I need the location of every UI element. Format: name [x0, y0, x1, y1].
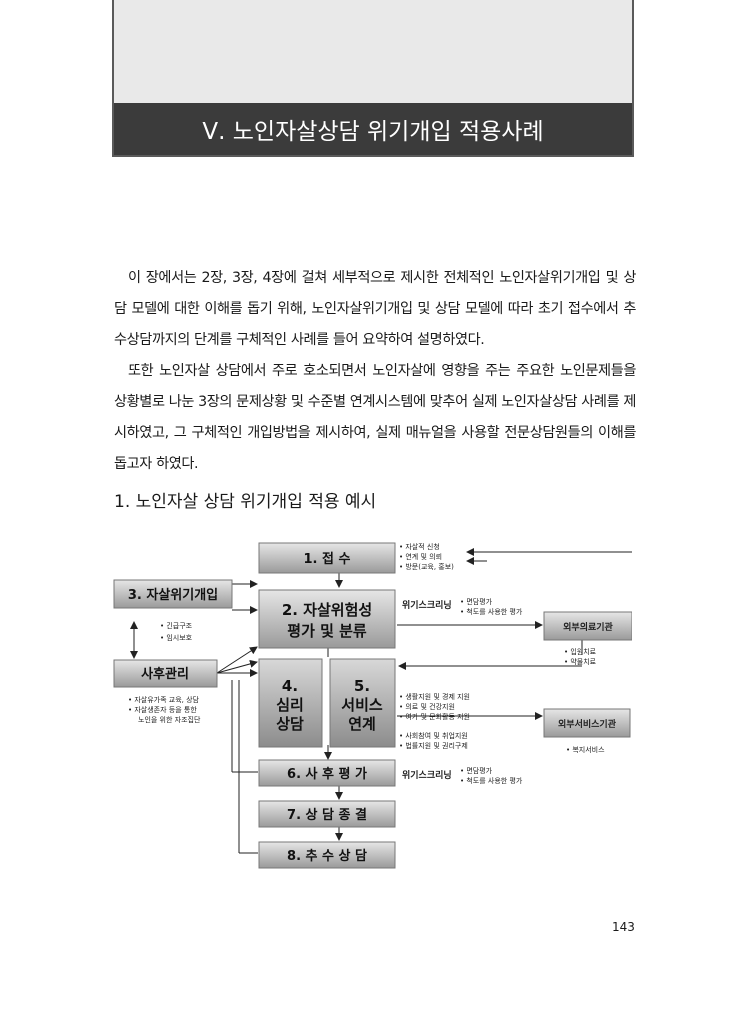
step-assessment-line2: 평가 및 분류: [287, 622, 367, 640]
step-service-number: 5.: [354, 677, 370, 695]
svg-text:• 법률지원 및 권리구제: • 법률지원 및 권리구제: [399, 741, 468, 750]
medical-notes: • 입원치료 • 약물치료: [564, 647, 597, 666]
svg-text:• 긴급구조: • 긴급구조: [160, 621, 193, 630]
post-screening-label: 위기스크리닝: [402, 769, 452, 781]
screening-notes: 위기스크리닝 • 면담평가 • 척도를 사용한 평가: [402, 597, 523, 616]
service-notes: • 생활지원 및 경제 지원 • 의료 및 건강지원 • 여가 및 문화활동 지…: [399, 692, 470, 750]
aftercare-notes: • 자살유가족 교육, 상담 • 자살생존자 등을 통한 노인을 위한 자조집단: [128, 695, 201, 724]
welfare-note: • 복지서비스: [566, 745, 605, 754]
crisis-intervention-label: 3. 자살위기개입: [128, 587, 218, 603]
svg-text:• 방문(교육, 홍보): • 방문(교육, 홍보): [399, 562, 454, 571]
external-service-box: 외부서비스기관: [543, 708, 631, 738]
step-post-evaluation-label: 6. 사 후 평 가: [287, 766, 367, 782]
step-service-line1: 서비스: [341, 696, 383, 714]
step-assessment-line1: 2. 자살위험성: [282, 601, 372, 619]
step-followup: 8. 추 수 상 담: [258, 841, 396, 869]
post-screening-notes: 위기스크리닝 • 면담평가 • 척도를 사용한 평가: [402, 766, 523, 785]
step-termination-label: 7. 상 담 종 결: [287, 807, 367, 823]
chapter-title: Ⅴ. 노인자살상담 위기개입 적용사례: [202, 119, 544, 145]
crisis-intervention-flow-diagram: 1. 접 수 2. 자살위험성 평가 및 분류 4. 심리 상담 5. 서비스 …: [113, 542, 632, 869]
external-medical-label: 외부의료기관: [563, 621, 613, 633]
crisis-notes: • 긴급구조 • 임시보호: [160, 621, 193, 642]
external-service-label: 외부서비스기관: [558, 718, 617, 730]
svg-text:• 자살유가족 교육, 상담: • 자살유가족 교육, 상담: [128, 695, 200, 704]
body-paragraph-1: 이 장에서는 2장, 3장, 4장에 걸쳐 세부적으로 제시한 전체적인 노인자…: [114, 270, 636, 348]
step-intake: 1. 접 수: [258, 542, 396, 574]
svg-text:• 생활지원 및 경제 지원: • 생활지원 및 경제 지원: [399, 692, 470, 701]
svg-text:• 여가 및 문화활동 지원: • 여가 및 문화활동 지원: [399, 712, 470, 721]
aftercare-box: 사후관리: [113, 659, 218, 688]
step-post-evaluation: 6. 사 후 평 가: [258, 759, 396, 787]
svg-text:• 입원치료: • 입원치료: [564, 647, 597, 656]
external-medical-box: 외부의료기관: [543, 611, 632, 641]
step-followup-label: 8. 추 수 상 담: [287, 848, 367, 864]
page-number: 143: [612, 920, 635, 934]
svg-text:• 면담평가: • 면담평가: [460, 766, 493, 775]
step-service-line2: 연계: [348, 715, 376, 733]
svg-text:• 의료 및 건강지원: • 의료 및 건강지원: [399, 702, 455, 711]
screening-label: 위기스크리닝: [402, 599, 452, 611]
svg-text:• 사회참여 및 취업지원: • 사회참여 및 취업지원: [399, 731, 468, 740]
step-assessment: 2. 자살위험성 평가 및 분류: [258, 589, 396, 649]
svg-text:• 임시보호: • 임시보호: [160, 634, 193, 642]
step-termination: 7. 상 담 종 결: [258, 800, 396, 828]
step-counseling-line1: 심리: [276, 696, 304, 714]
svg-text:• 자살생존자 등을 통한: • 자살생존자 등을 통한: [128, 705, 197, 714]
intake-notes: • 자살적 신청 • 연계 및 의뢰 • 방문(교육, 홍보): [399, 542, 454, 571]
chapter-header: Ⅴ. 노인자살상담 위기개입 적용사례: [112, 0, 634, 157]
body-paragraph-2: 또한 노인자살 상담에서 주로 호소되면서 노인자살에 영향을 주는 주요한 노…: [114, 363, 636, 472]
svg-text:• 면담평가: • 면담평가: [460, 597, 493, 606]
svg-text:• 척도를 사용한 평가: • 척도를 사용한 평가: [460, 776, 523, 785]
step-counseling: 4. 심리 상담: [258, 658, 323, 748]
svg-text:• 자살적 신청: • 자살적 신청: [399, 542, 440, 551]
svg-text:• 연계 및 의뢰: • 연계 및 의뢰: [399, 552, 442, 561]
chapter-title-bar: Ⅴ. 노인자살상담 위기개입 적용사례: [114, 103, 632, 155]
crisis-intervention-box: 3. 자살위기개입: [113, 579, 233, 609]
step-intake-label: 1. 접 수: [304, 551, 351, 567]
step-service-link: 5. 서비스 연계: [329, 658, 396, 748]
step-counseling-line2: 상담: [276, 715, 304, 733]
svg-text:• 약물치료: • 약물치료: [564, 657, 597, 666]
svg-text:노인을 위한 자조집단: 노인을 위한 자조집단: [138, 715, 201, 724]
svg-text:• 척도를 사용한 평가: • 척도를 사용한 평가: [460, 607, 523, 616]
step-counseling-number: 4.: [282, 677, 298, 695]
aftercare-label: 사후관리: [141, 666, 189, 682]
section-heading: 1. 노인자살 상담 위기개입 적용 예시: [114, 492, 377, 512]
